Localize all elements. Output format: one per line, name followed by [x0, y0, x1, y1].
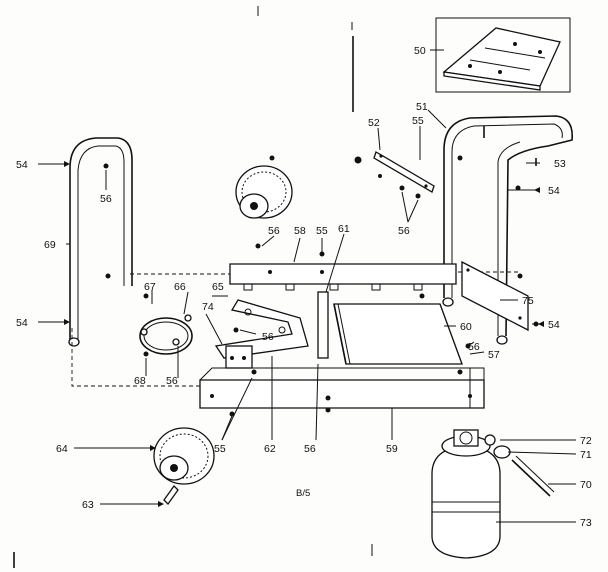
part-51-right-handle-frame — [442, 115, 573, 345]
part-59-base-frame — [199, 367, 485, 409]
label-68: 68 — [134, 375, 146, 387]
part-69-left-handle-frame — [68, 137, 133, 347]
label-56-axle-bracket: 56 — [262, 331, 274, 343]
part-70-regulator-hose — [511, 455, 555, 497]
part-58-cross-bar — [229, 263, 457, 291]
part-71-regulator — [493, 445, 511, 459]
part-74-clamp — [225, 345, 253, 369]
page-code: B/5 — [296, 488, 310, 499]
label-54-left-upper: 54 — [16, 159, 28, 171]
leader-arrowheads — [64, 161, 544, 507]
label-63: 63 — [82, 499, 94, 511]
label-56-base: 56 — [304, 443, 316, 455]
label-73: 73 — [580, 517, 592, 529]
label-75: 75 — [522, 295, 534, 307]
label-54-left-lower: 54 — [16, 317, 28, 329]
label-56-right-bracket: 56 — [398, 225, 410, 237]
label-56-left-handle: 56 — [100, 193, 112, 205]
label-57: 57 — [488, 349, 500, 361]
label-55-top: 55 — [412, 115, 424, 127]
label-56-tray: 56 — [468, 341, 480, 353]
label-50: 50 — [414, 45, 426, 57]
label-62: 62 — [264, 443, 276, 455]
label-56-strap: 56 — [166, 375, 178, 387]
label-51: 51 — [416, 101, 428, 113]
label-59: 59 — [386, 443, 398, 455]
part-60-tray-plate — [333, 303, 463, 365]
label-52: 52 — [368, 117, 380, 129]
wheel-upper — [235, 165, 293, 219]
label-56-crossbar: 56 — [268, 225, 280, 237]
part-72-valve-nut — [484, 434, 496, 446]
part-64-wheel — [153, 427, 215, 485]
label-70: 70 — [580, 479, 592, 491]
label-72: 72 — [580, 435, 592, 447]
part-61-upright-post — [317, 291, 329, 359]
part-63-wheel-cap — [163, 484, 179, 506]
label-58: 58 — [294, 225, 306, 237]
label-53: 53 — [554, 158, 566, 170]
part-75-side-plate — [461, 260, 529, 332]
label-69: 69 — [44, 239, 56, 251]
label-64: 64 — [56, 443, 68, 455]
part-50-shelf-plate — [435, 17, 571, 93]
label-54-right-upper: 54 — [548, 185, 560, 197]
label-55-bottom: 55 — [214, 443, 226, 455]
label-71: 71 — [580, 449, 592, 461]
label-55-mid: 55 — [316, 225, 328, 237]
label-60: 60 — [460, 321, 472, 333]
part-66-tank-strap — [139, 314, 193, 355]
part-62-axle-bracket — [214, 299, 309, 359]
part-labels: 50 51 52 53 54 54 54 54 55 55 55 56 56 5… — [16, 45, 592, 529]
label-66: 66 — [174, 281, 186, 293]
leader-lines — [38, 49, 577, 523]
label-54-right-lower: 54 — [548, 319, 560, 331]
label-61: 61 — [338, 223, 350, 235]
part-52-bracket — [354, 151, 435, 193]
label-67: 67 — [144, 281, 156, 293]
scan-artifacts — [13, 6, 537, 568]
label-74: 74 — [202, 301, 214, 313]
part-73-propane-tank — [431, 429, 501, 559]
label-65: 65 — [212, 281, 224, 293]
assembly-guide-line-left — [71, 328, 208, 387]
